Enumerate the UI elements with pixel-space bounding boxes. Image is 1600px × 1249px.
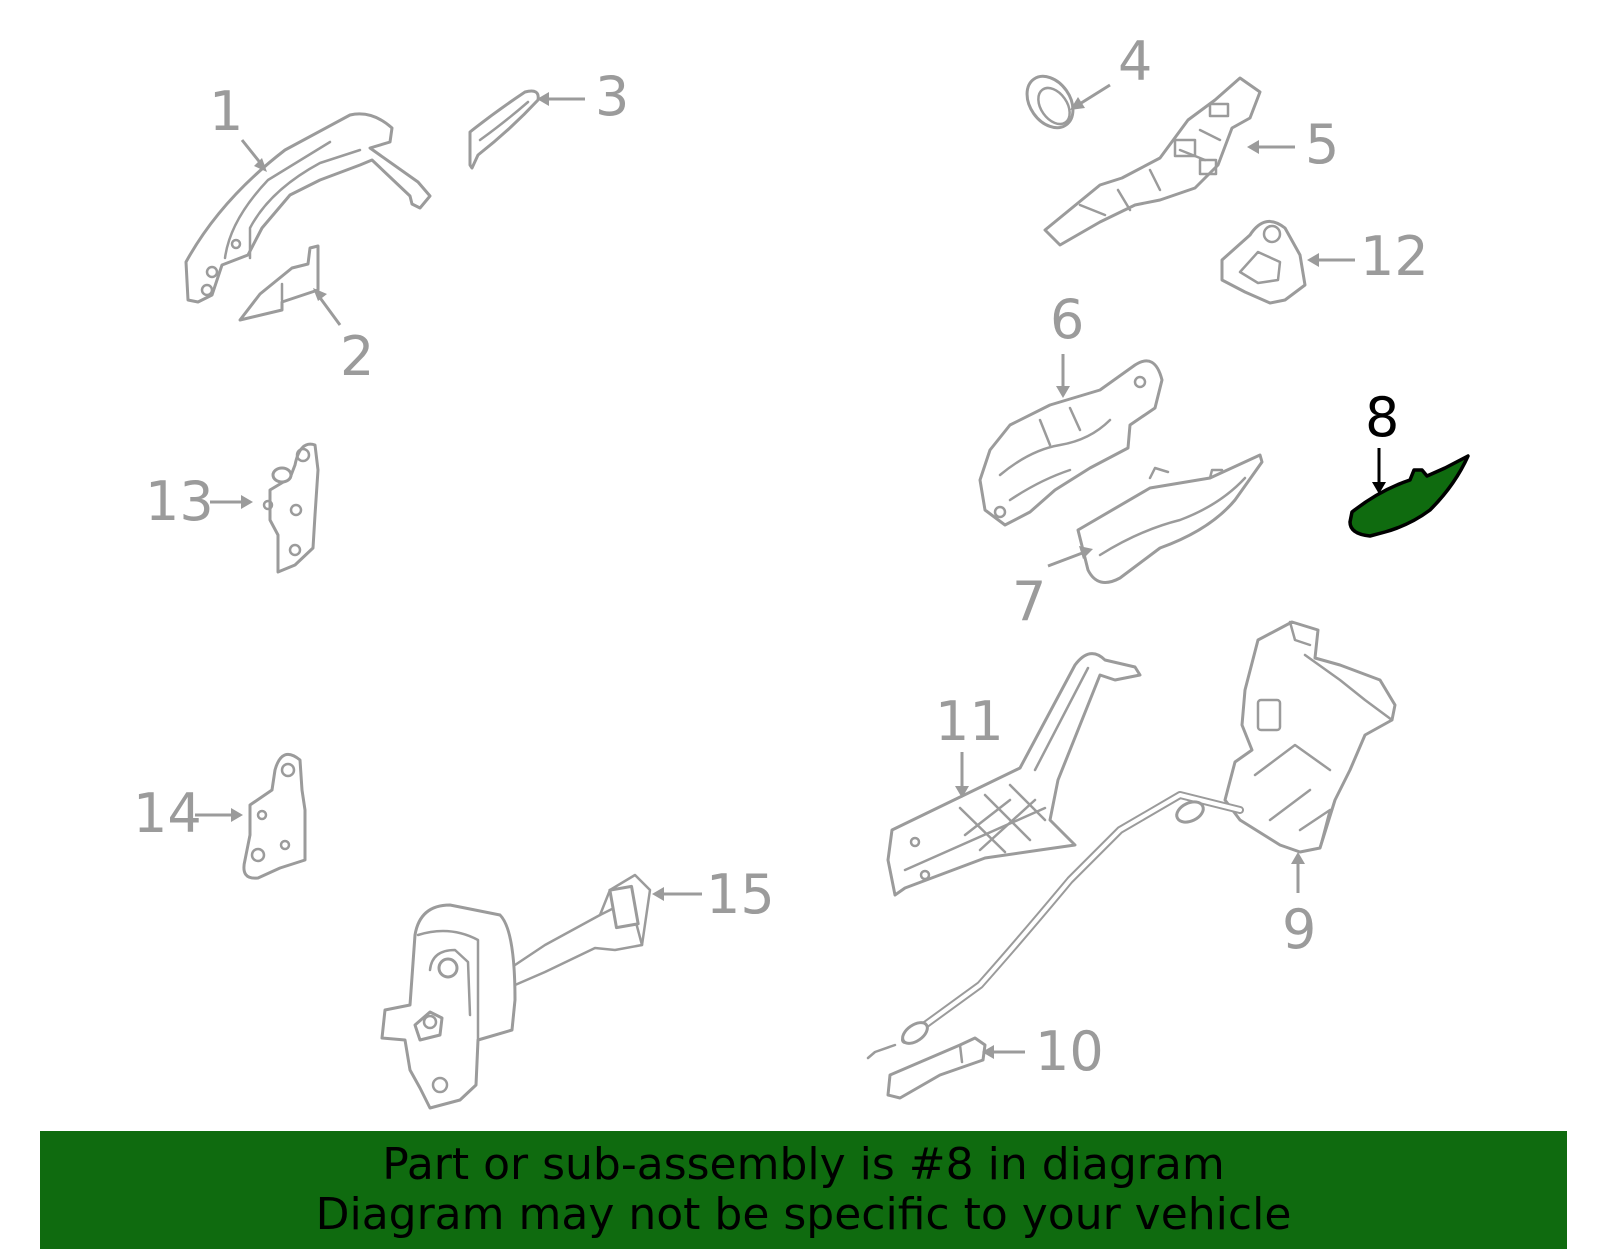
- callout-7: 7: [1012, 546, 1093, 633]
- part-14-lower-hinge[interactable]: [242, 752, 307, 880]
- callout-10: 10: [982, 1020, 1104, 1083]
- part-9-door-latch[interactable]: [1223, 620, 1397, 854]
- banner-line-1: Part or sub-assembly is #8 in diagram: [382, 1139, 1225, 1190]
- callout-number-10: 10: [1035, 1020, 1104, 1083]
- part-5-handle-frame[interactable]: [1043, 76, 1262, 247]
- part-7-inside-handle[interactable]: [1076, 453, 1264, 584]
- callout-3: 3: [537, 65, 629, 128]
- callout-13: 13: [145, 470, 253, 533]
- banner-line-2: Diagram may not be specific to your vehi…: [315, 1189, 1292, 1240]
- callout-number-5: 5: [1305, 113, 1339, 176]
- part-10-cable[interactable]: [866, 791, 1244, 1100]
- part-12-bracket[interactable]: [1220, 219, 1307, 305]
- callout-4: 4: [1070, 30, 1152, 110]
- callout-number-15: 15: [706, 863, 775, 926]
- callout-1: 1: [209, 80, 267, 172]
- callout-number-11: 11: [935, 690, 1004, 753]
- part-3-cap[interactable]: [468, 89, 540, 170]
- part-6-inside-handle-housing[interactable]: [978, 359, 1164, 527]
- callout-11: 11: [935, 690, 1004, 798]
- callout-number-14: 14: [133, 782, 202, 845]
- callout-2: 2: [313, 288, 374, 388]
- callout-number-7: 7: [1012, 570, 1046, 633]
- callout-number-4: 4: [1118, 30, 1152, 93]
- callout-number-3: 3: [595, 65, 629, 128]
- part-1-outside-handle[interactable]: [184, 112, 432, 304]
- callout-9: 9: [1282, 852, 1316, 961]
- callout-number-2: 2: [340, 325, 374, 388]
- part-4-plug[interactable]: [1018, 68, 1083, 137]
- callout-12: 12: [1307, 225, 1429, 288]
- part-8-handle-cover[interactable]: [1348, 454, 1470, 538]
- callout-number-8: 8: [1365, 386, 1399, 449]
- callout-number-9: 9: [1282, 898, 1316, 961]
- callout-15: 15: [652, 863, 775, 926]
- callout-number-1: 1: [209, 80, 243, 143]
- callout-number-6: 6: [1050, 288, 1084, 351]
- info-banner: Part or sub-assembly is #8 in diagram Di…: [40, 1131, 1567, 1249]
- part-13-upper-hinge[interactable]: [262, 442, 320, 574]
- callout-number-13: 13: [145, 470, 214, 533]
- callout-6: 6: [1050, 288, 1084, 398]
- part-15-door-check[interactable]: [380, 873, 652, 1110]
- callout-8: 8: [1365, 386, 1399, 494]
- part-2-gasket[interactable]: [238, 244, 320, 322]
- part-11-latch-bracket[interactable]: [886, 652, 1142, 897]
- callout-5: 5: [1247, 113, 1339, 176]
- callout-14: 14: [133, 782, 243, 845]
- callout-number-12: 12: [1360, 225, 1429, 288]
